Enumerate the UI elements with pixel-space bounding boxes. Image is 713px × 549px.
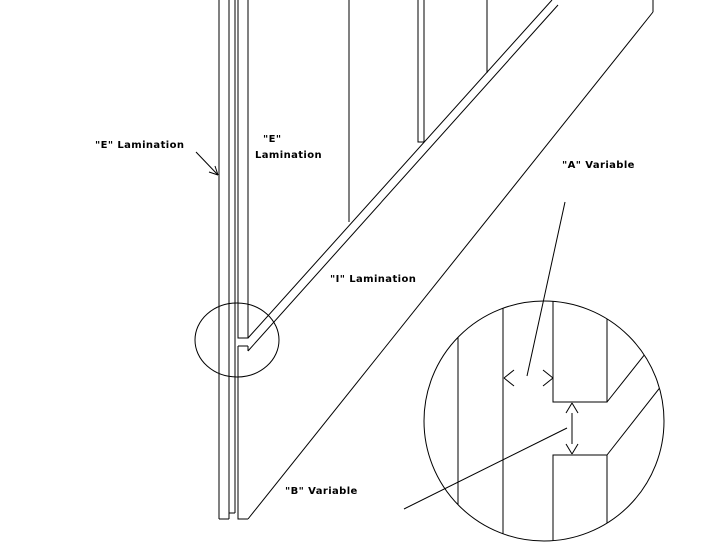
b-variable-label: "B" Variable — [285, 486, 358, 497]
magnified-circle — [423, 300, 665, 542]
i-lamination-label: "I" Lamination — [330, 274, 416, 285]
e-lamination-legs — [348, 0, 488, 222]
a-variable-label: "A" Variable — [562, 160, 635, 171]
a-variable-dimension — [503, 201, 566, 387]
e-lamination-label-left: "E" Lamination — [95, 140, 184, 151]
joint-highlight-circle — [194, 302, 280, 378]
e-lamination-label-center-line1: "E" — [263, 134, 281, 145]
e-lamination-label-center-line2: Lamination — [255, 150, 322, 161]
e-lamination-strip-left — [218, 0, 230, 520]
b-variable-dimension — [403, 402, 579, 510]
magnified-detail — [423, 300, 665, 542]
e-lamination-leader — [195, 151, 219, 176]
e-lamination-strip-inner — [229, 0, 249, 520]
i-lamination-strip — [247, 0, 654, 520]
